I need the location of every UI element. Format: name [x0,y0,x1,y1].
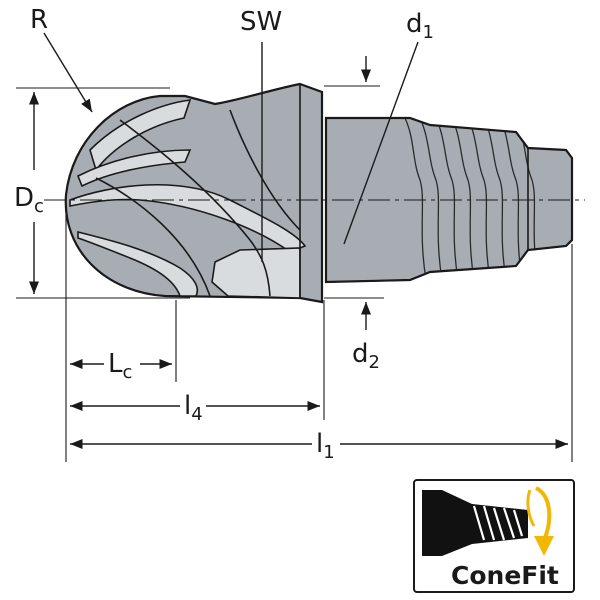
dimension-dc [16,87,190,299]
conefit-logo-text: ConeFit [451,561,559,590]
conefit-pictogram [422,486,554,556]
label-d1: d1 [406,9,434,43]
dimension-d2 [324,297,384,330]
label-dc: Dc [14,183,44,217]
rotation-arrow-icon [534,486,552,541]
conefit-logo: ConeFit [413,479,575,593]
ball-nose-cutter-head [64,82,324,304]
label-d2: d2 [352,339,380,373]
label-l1: l1 [316,429,335,463]
label-l4: l4 [184,391,203,425]
radius-leader [43,32,93,113]
label-r: R [30,5,48,35]
label-lc: Lc [108,349,132,383]
label-sw: SW [240,7,282,37]
dimension-d1 [324,41,419,245]
